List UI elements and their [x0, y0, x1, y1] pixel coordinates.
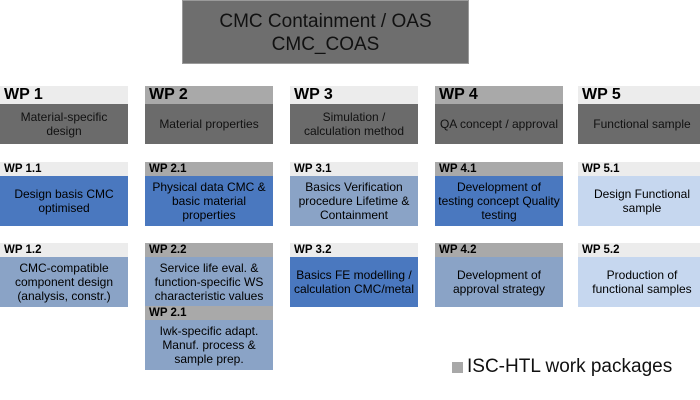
wp-2-sub-1-header: WP 2.1: [145, 162, 273, 176]
wp-3-sub-2-label: Basics FE modelling / calculation CMC/me…: [293, 268, 415, 296]
wp-2-sub-3-label: Iwk-specific adapt. Manuf. process & sam…: [159, 324, 259, 366]
wp-1-title-text: Material-specific design: [20, 110, 108, 138]
wp-3-sub-2-box: Basics FE modelling / calculation CMC/me…: [290, 257, 418, 307]
wp-5-title: Functional sample: [578, 104, 700, 144]
wp-4-sub-2-header: WP 4.2: [435, 243, 563, 257]
wp-1-sub-1-header: WP 1.1: [0, 162, 128, 176]
wp-1-title: Material-specific design: [0, 104, 128, 144]
wp-2-sub-1-label: Physical data CMC & basic material prope…: [152, 180, 266, 222]
wp-2-sub-2-box: Service life eval. & function-specific W…: [145, 257, 273, 307]
wp-3-sub-2-header: WP 3.2: [290, 243, 418, 257]
wp-2-sub-2-label: Service life eval. & function-specific W…: [154, 261, 264, 303]
project-title: CMC Containment / OAS CMC_COAS: [182, 0, 469, 64]
wp-2-sub-2-header: WP 2.2: [145, 243, 273, 257]
wp-3-sub-1-header: WP 3.1: [290, 162, 418, 176]
wp-2-title-text: Material properties: [159, 117, 259, 131]
wp-4-sub-2-label: Development of approval strategy: [452, 268, 546, 296]
wp-5-sub-1-label: Design Functional sample: [593, 187, 691, 215]
project-title-line1: CMC Containment / OAS: [219, 11, 432, 32]
wp-2-header: WP 2: [145, 86, 273, 104]
wp-4-title-text: QA concept / approval: [439, 117, 559, 131]
wp-4-sub-1-label: Development of testing concept Quality t…: [438, 180, 560, 222]
wp-5-sub-1-box: Design Functional sample: [578, 176, 700, 226]
wp-3-title-text: Simulation / calculation method: [303, 110, 405, 138]
wp-2-sub-3-header: WP 2.1: [145, 306, 273, 320]
wp-2-sub-3-box: Iwk-specific adapt. Manuf. process & sam…: [145, 320, 273, 370]
legend-swatch: [452, 361, 463, 373]
wp-1-header: WP 1: [0, 86, 128, 104]
wp-3-header: WP 3: [290, 86, 418, 104]
wp-5-header: WP 5: [578, 86, 700, 104]
legend: ISC-HTL work packages: [452, 354, 672, 380]
wp-4-sub-1-box: Development of testing concept Quality t…: [435, 176, 563, 226]
wp-4-title: QA concept / approval: [435, 104, 563, 144]
project-title-line2: CMC_COAS: [271, 34, 380, 55]
wp-3-sub-1-box: Basics Verification procedure Lifetime &…: [290, 176, 418, 226]
wp-1-sub-1-label: Design basis CMC optimised: [14, 187, 114, 215]
wp-5-sub-2-header: WP 5.2: [578, 243, 700, 257]
wp-5-sub-1-header: WP 5.1: [578, 162, 700, 176]
wp-2-sub-1-box: Physical data CMC & basic material prope…: [145, 176, 273, 226]
wp-1-sub-2-box: CMC-compatible component design (analysi…: [0, 257, 128, 307]
wp-5-sub-2-box: Production of functional samples: [578, 257, 700, 307]
wp-3-sub-1-label: Basics Verification procedure Lifetime &…: [298, 180, 410, 222]
wp-4-sub-2-box: Development of approval strategy: [435, 257, 563, 307]
legend-label: ISC-HTL work packages: [467, 356, 673, 377]
wp-1-sub-2-label: CMC-compatible component design (analysi…: [14, 261, 114, 303]
wp-2-title: Material properties: [145, 104, 273, 144]
wp-1-sub-1-box: Design basis CMC optimised: [0, 176, 128, 226]
wp-5-title-text: Functional sample: [593, 117, 691, 131]
wp-3-title: Simulation / calculation method: [290, 104, 418, 144]
wp-5-sub-2-label: Production of functional samples: [592, 268, 692, 296]
wp-1-sub-2-header: WP 1.2: [0, 243, 128, 257]
wp-4-header: WP 4: [435, 86, 563, 104]
wp-4-sub-1-header: WP 4.1: [435, 162, 563, 176]
